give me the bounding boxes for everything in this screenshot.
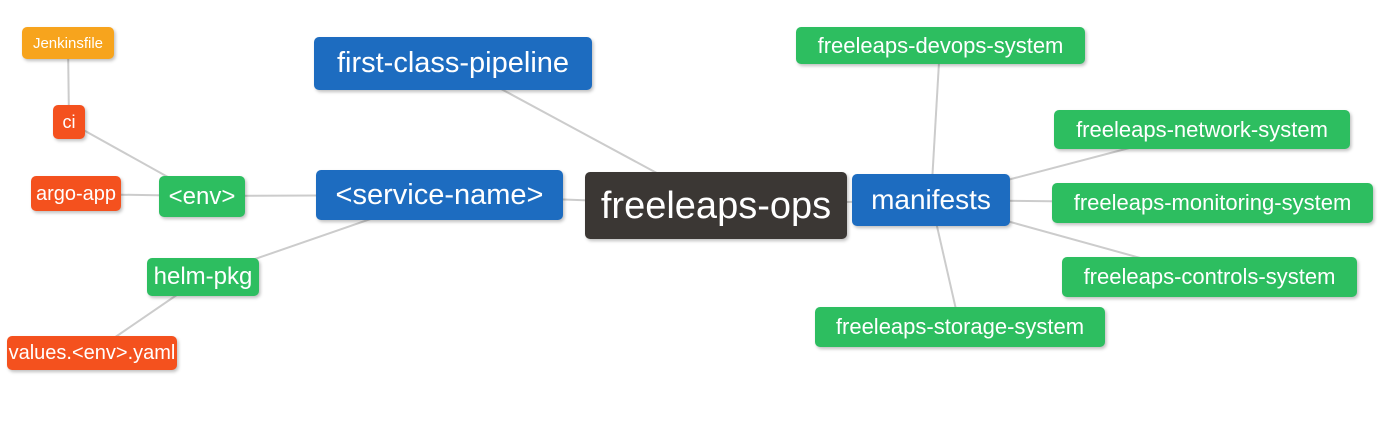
node-service-name[interactable]: <service-name>	[316, 170, 563, 220]
node-jenkinsfile[interactable]: Jenkinsfile	[22, 27, 114, 59]
node-manifests[interactable]: manifests	[852, 174, 1010, 226]
node-freeleaps-devops-system[interactable]: freeleaps-devops-system	[796, 27, 1085, 64]
node-values-env-yaml[interactable]: values.<env>.yaml	[7, 336, 177, 370]
node-ci[interactable]: ci	[53, 105, 85, 139]
node-first-class-pipeline[interactable]: first-class-pipeline	[314, 37, 592, 90]
node-env[interactable]: <env>	[159, 176, 245, 217]
node-freeleaps-ops[interactable]: freeleaps-ops	[585, 172, 847, 239]
node-freeleaps-monitoring-system[interactable]: freeleaps-monitoring-system	[1052, 183, 1373, 223]
node-argo-app[interactable]: argo-app	[31, 176, 121, 211]
node-freeleaps-storage-system[interactable]: freeleaps-storage-system	[815, 307, 1105, 347]
node-freeleaps-network-system[interactable]: freeleaps-network-system	[1054, 110, 1350, 149]
node-freeleaps-controls-system[interactable]: freeleaps-controls-system	[1062, 257, 1357, 297]
node-helm-pkg[interactable]: helm-pkg	[147, 258, 259, 296]
